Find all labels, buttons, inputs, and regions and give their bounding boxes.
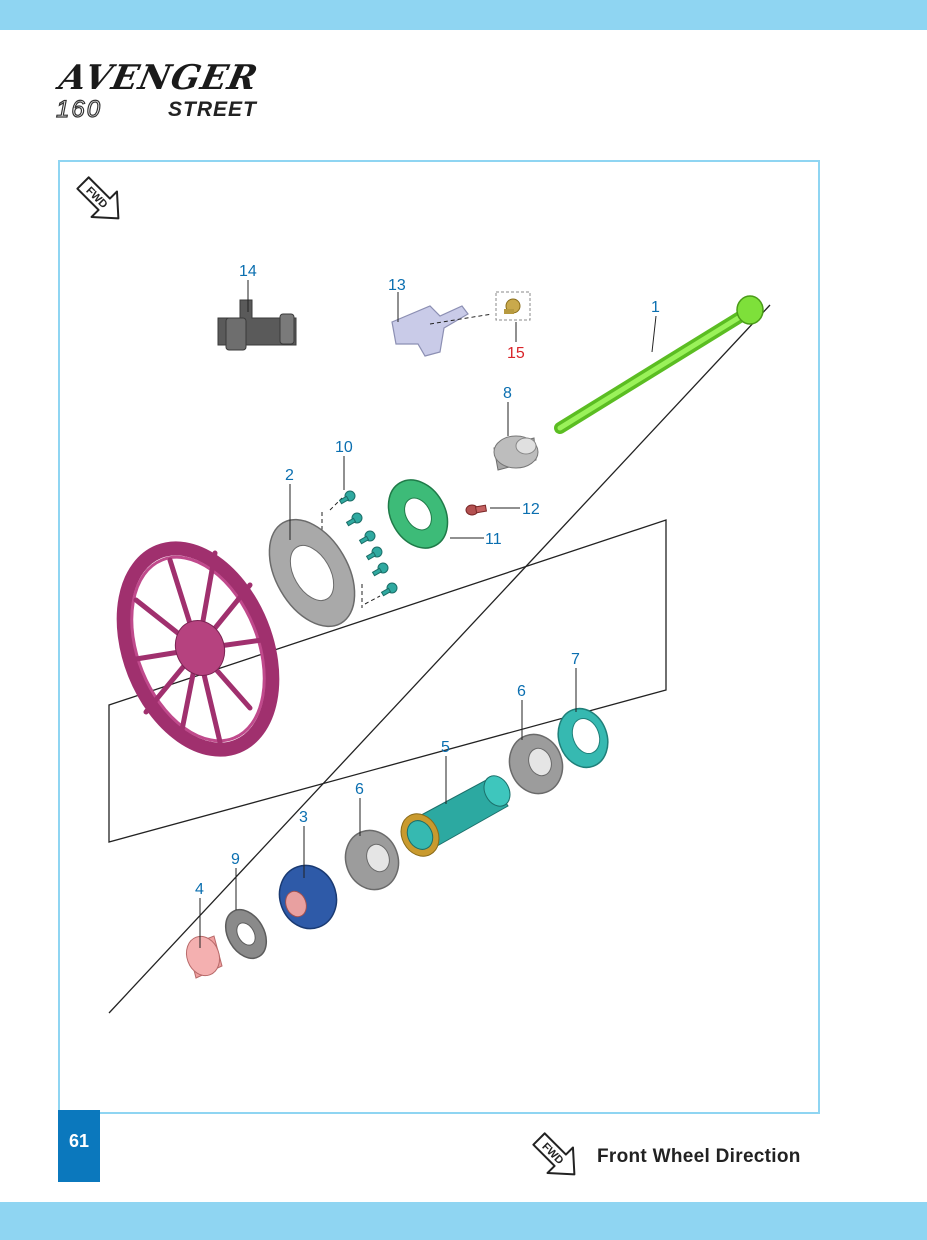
callout-14: 14 (239, 263, 257, 280)
assembly-axis-line (108, 304, 771, 1014)
callout-15: 15 (507, 345, 525, 362)
callout-13: 13 (388, 277, 406, 294)
callout-4: 4 (195, 881, 204, 898)
axle-part (554, 295, 764, 434)
callout-12: 12 (522, 501, 540, 518)
callout-11: 11 (485, 531, 502, 548)
brand-logo-number: 160 (55, 95, 103, 123)
brand-logo-subtitle: STREET (168, 98, 257, 121)
top-band (0, 0, 927, 30)
clamp-part (217, 299, 297, 351)
callout-leader-lines (199, 280, 657, 948)
brake-disc-part (268, 518, 356, 628)
dust-seal-part (278, 864, 338, 930)
callout-9: 9 (231, 851, 240, 868)
sensor-ring-part (387, 479, 449, 549)
callout-7: 7 (571, 651, 580, 668)
washer-part (224, 909, 268, 959)
front-wheel-direction-label: Front Wheel Direction (597, 1146, 801, 1167)
front-collar-part (185, 935, 223, 979)
page-number: 61 (58, 1110, 100, 1182)
callout-2: 2 (285, 467, 294, 484)
callout-5: 5 (441, 739, 450, 756)
fwd-arrow-icon: FWD (76, 176, 120, 220)
callout-3: 3 (299, 809, 308, 826)
footer-fwd-arrow-icon: FWD (532, 1132, 576, 1176)
brand-logo: AVENGER 160 STREET (55, 58, 296, 128)
oil-seal-part (557, 707, 609, 769)
speedo-drive-part (391, 305, 493, 357)
callout-6-right: 6 (517, 683, 526, 700)
callout-10: 10 (335, 439, 353, 456)
bottom-band (0, 1202, 927, 1240)
distance-tube-part (400, 775, 511, 857)
assembly-outline (108, 519, 667, 843)
callout-8: 8 (503, 385, 512, 402)
callout-1: 1 (651, 299, 660, 316)
speedo-gear-part (495, 291, 531, 321)
sensor-screw-part (465, 504, 488, 516)
bearing-right-part (508, 733, 564, 795)
side-collar-part (493, 435, 539, 471)
bearing-left-part (344, 829, 400, 891)
callout-6-left: 6 (355, 781, 364, 798)
diagram-frame (58, 160, 820, 1114)
wheel-rim-part (116, 541, 280, 757)
